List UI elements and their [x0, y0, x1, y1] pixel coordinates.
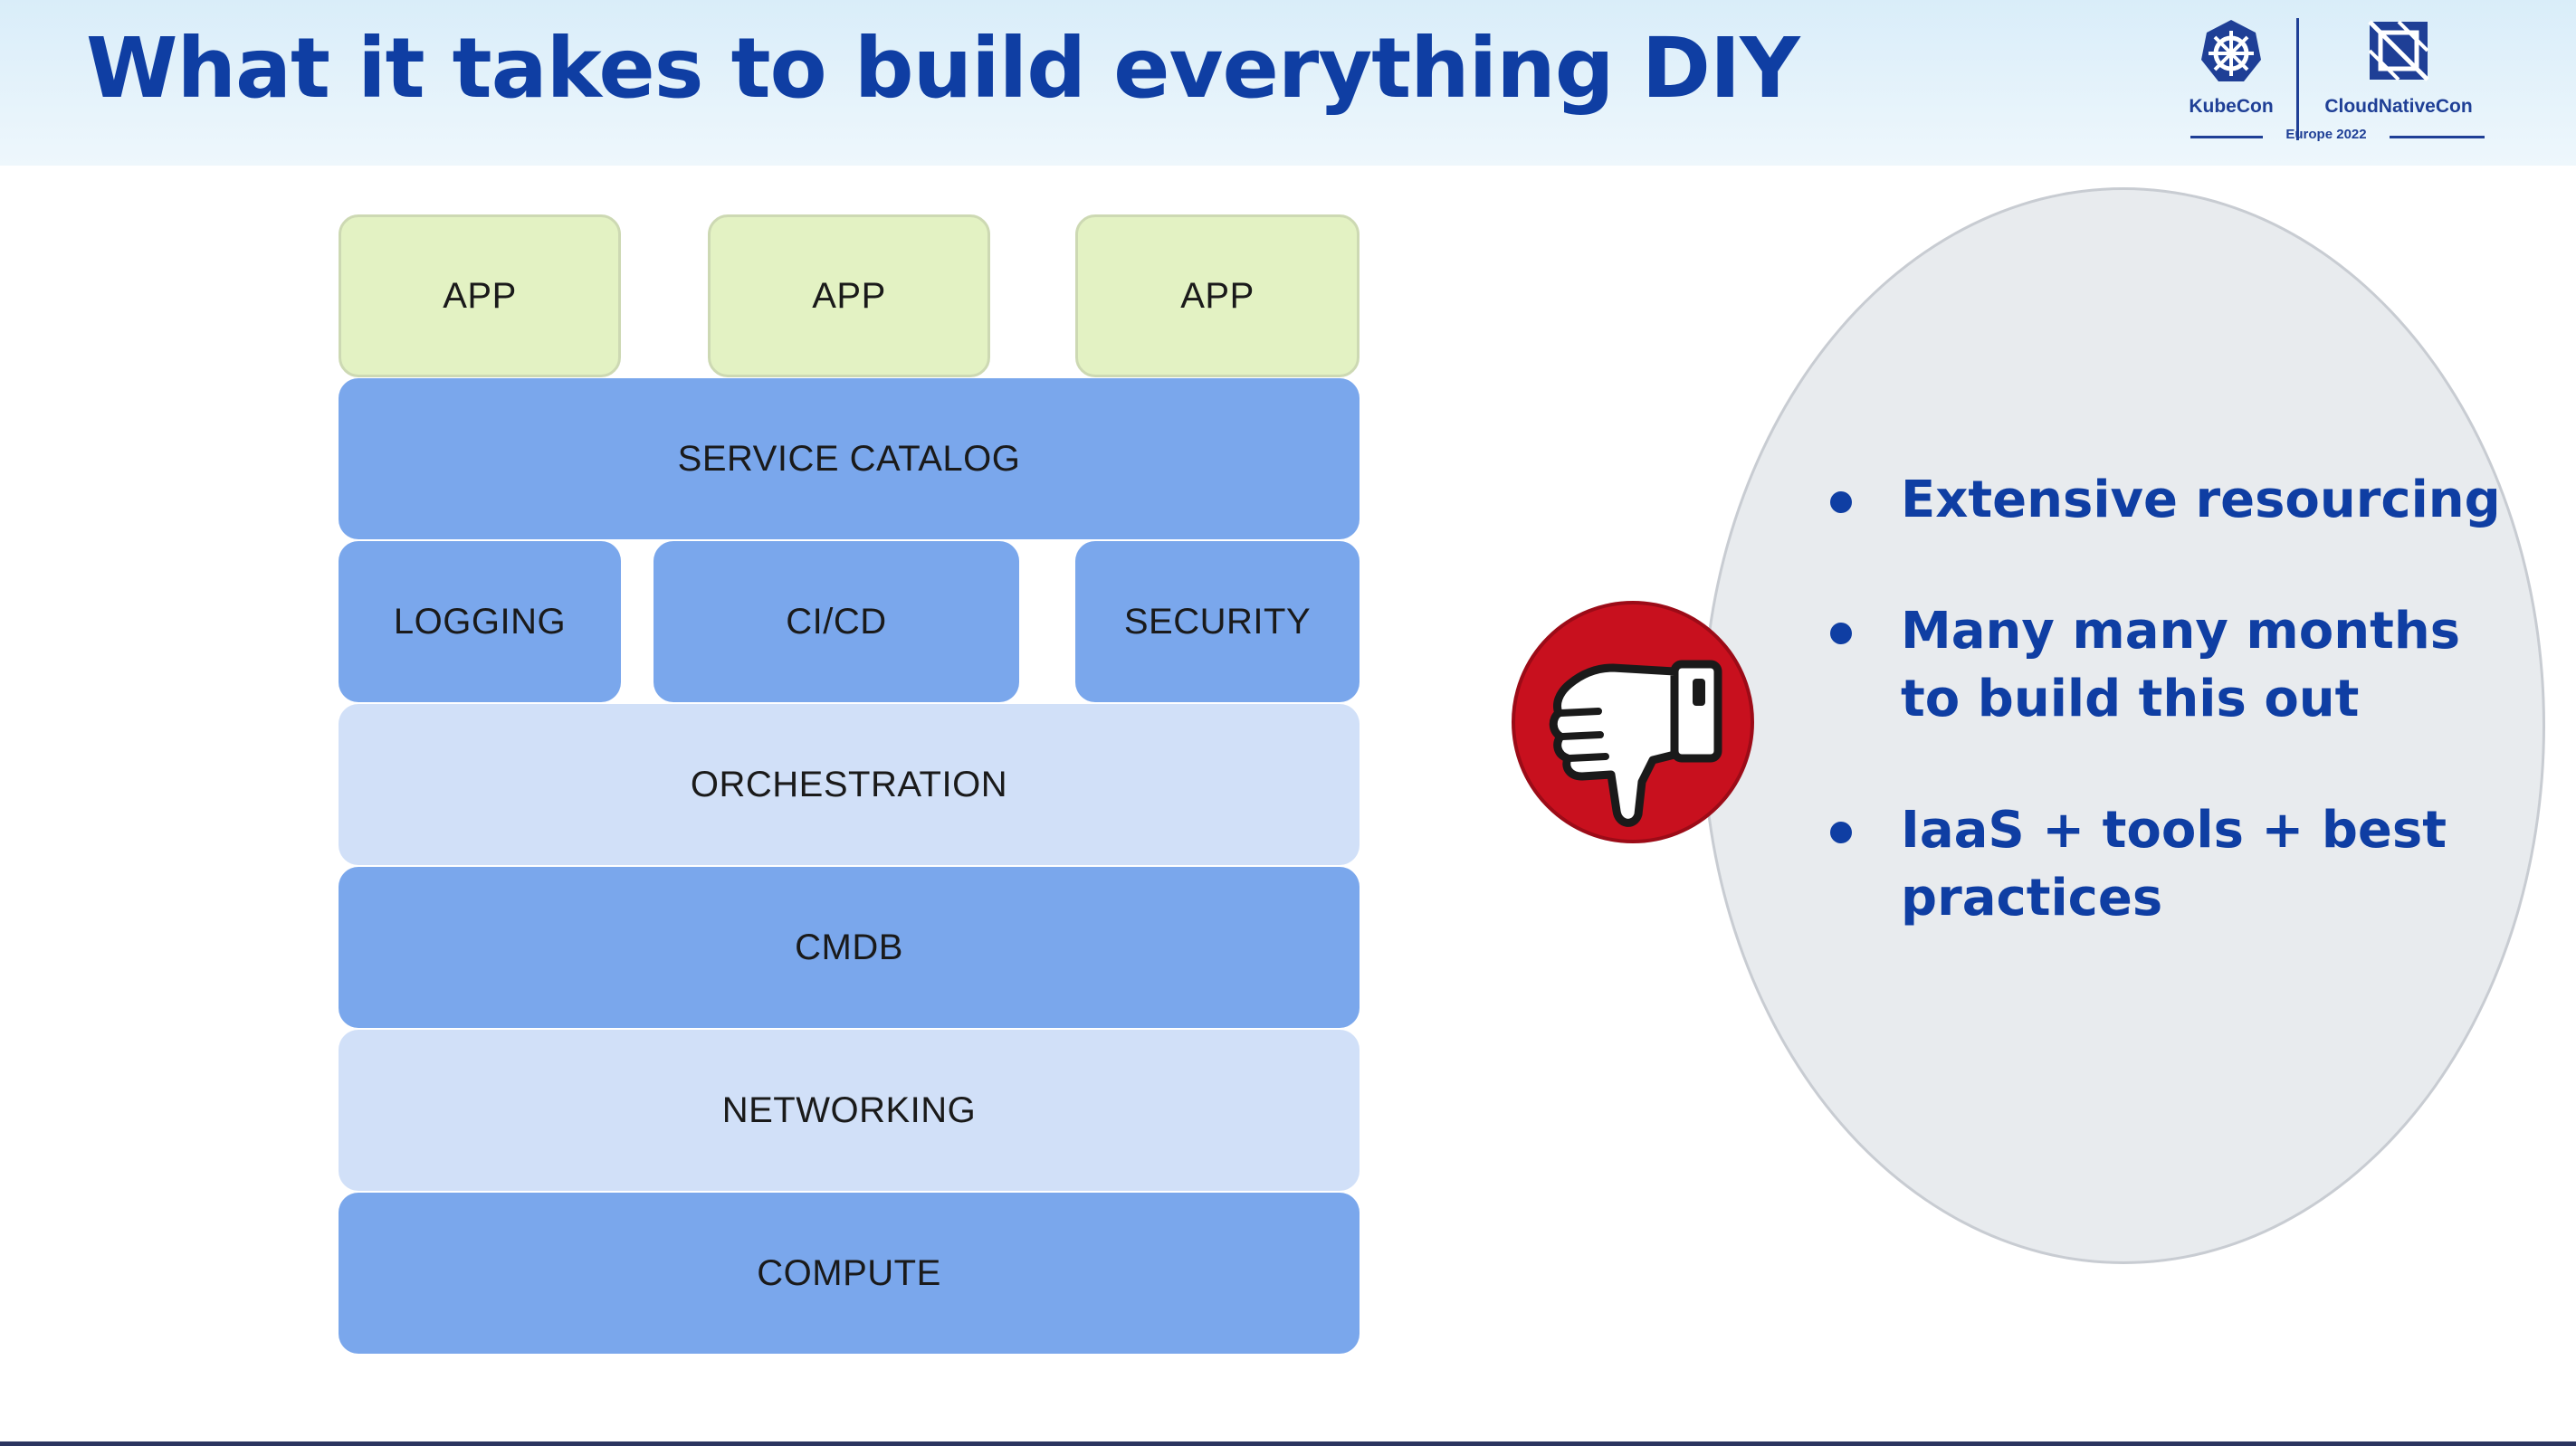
- cicd-layer: CI/CD: [654, 541, 1019, 702]
- logo-divider: [2296, 18, 2299, 140]
- slide-header: What it takes to build everything DIY Ku…: [0, 0, 2576, 166]
- cloudnativecon-label: CloudNativeCon: [2324, 96, 2473, 117]
- bullet-text: Extensive resourcing: [1901, 471, 2501, 529]
- cmdb-layer: CMDB: [339, 867, 1360, 1028]
- drawbacks-list: Extensive resourcing Many many months to…: [1819, 466, 2525, 995]
- cncf-icon: [2368, 20, 2429, 81]
- app-box-1: APP: [339, 214, 621, 377]
- bullet-text: Many many months to build this out: [1901, 602, 2461, 728]
- app-box-2: APP: [708, 214, 990, 377]
- compute-layer: COMPUTE: [339, 1193, 1360, 1354]
- cloudnativecon-logo: CloudNativeCon: [2304, 18, 2494, 118]
- networking-layer: NETWORKING: [339, 1030, 1360, 1191]
- kubecon-logo: KubeCon: [2177, 18, 2285, 118]
- list-item: Many many months to build this out: [1819, 597, 2525, 733]
- thumbs-down-icon: [1549, 660, 1722, 827]
- helm-wheel-icon: [2201, 20, 2261, 81]
- list-item: Extensive resourcing: [1819, 466, 2525, 534]
- bullet-text: IaaS + tools + best practices: [1901, 801, 2447, 928]
- event-label: Europe 2022: [2285, 127, 2367, 142]
- event-line-right: [2390, 136, 2485, 138]
- bullet-icon: [1830, 822, 1852, 843]
- bullet-icon: [1830, 623, 1852, 644]
- security-layer: SECURITY: [1075, 541, 1360, 702]
- kubecon-label: KubeCon: [2189, 96, 2274, 117]
- thumbs-down-badge: [1512, 601, 1754, 843]
- event-line-left: [2190, 136, 2263, 138]
- logging-layer: LOGGING: [339, 541, 621, 702]
- list-item: IaaS + tools + best practices: [1819, 796, 2525, 932]
- orchestration-layer: ORCHESTRATION: [339, 704, 1360, 865]
- slide-title: What it takes to build everything DIY: [86, 20, 1800, 117]
- service-catalog-layer: SERVICE CATALOG: [339, 378, 1360, 539]
- app-box-3: APP: [1075, 214, 1360, 377]
- drawbacks-ellipse: [1702, 187, 2545, 1264]
- bullet-icon: [1830, 491, 1852, 513]
- bottom-border: [0, 1441, 2576, 1446]
